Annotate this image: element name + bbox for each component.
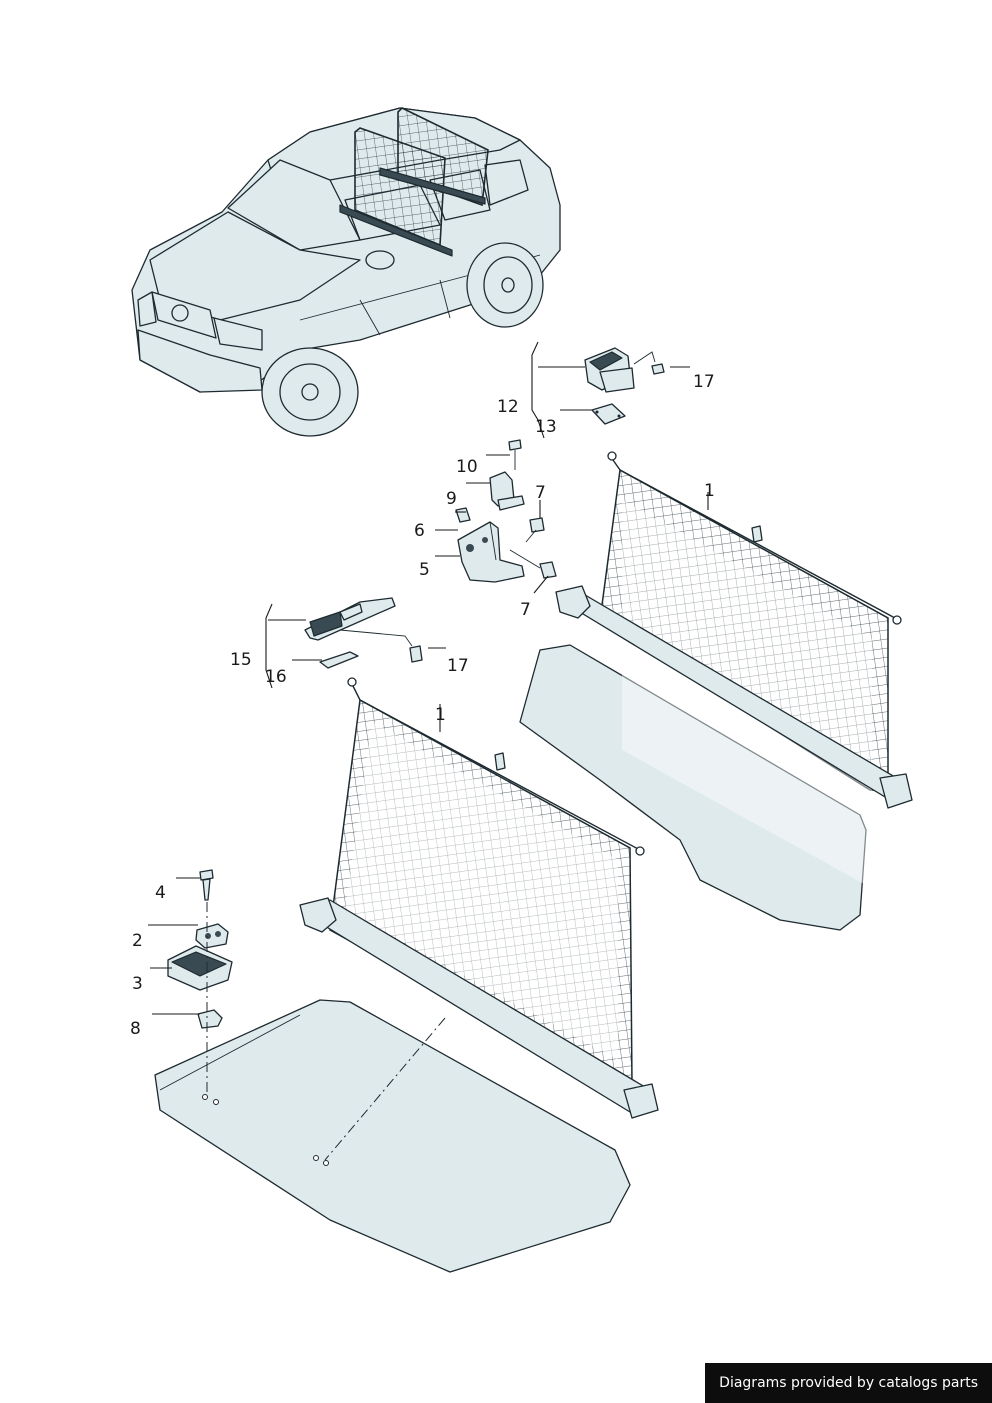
callout-12: 12	[497, 397, 519, 417]
upper-holder-group	[584, 347, 665, 425]
callout-2: 2	[132, 931, 143, 951]
credit-banner: Diagrams provided by catalogs parts	[705, 1363, 992, 1403]
callout-6: 6	[414, 521, 425, 541]
callout-1-front-net: 1	[435, 705, 446, 725]
callout-17-top: 17	[693, 372, 715, 392]
callout-16: 16	[265, 667, 287, 687]
callout-7-top: 7	[535, 483, 546, 503]
cargo-net-front	[154, 677, 659, 1273]
callout-1-rear-net: 1	[704, 481, 715, 501]
latch-group	[167, 869, 233, 1105]
vehicle-illustration	[131, 107, 561, 437]
callout-7-bottom: 7	[520, 600, 531, 620]
callout-labels: 1 1 2 3 4 5 6 7 7 8 9 10 12 13 15 16 17 …	[130, 372, 715, 1039]
left-holder-group	[304, 597, 423, 669]
callout-13: 13	[535, 417, 557, 437]
callout-5: 5	[419, 560, 430, 580]
callout-15: 15	[230, 650, 252, 670]
callout-leaders	[148, 341, 709, 1015]
cargo-net-rear	[519, 451, 913, 931]
callout-4: 4	[155, 883, 166, 903]
callout-17-bottom: 17	[447, 656, 469, 676]
callout-10: 10	[456, 457, 478, 477]
callout-9: 9	[446, 489, 457, 509]
callout-3: 3	[132, 974, 143, 994]
callout-8: 8	[130, 1019, 141, 1039]
bracket-group	[455, 439, 557, 583]
